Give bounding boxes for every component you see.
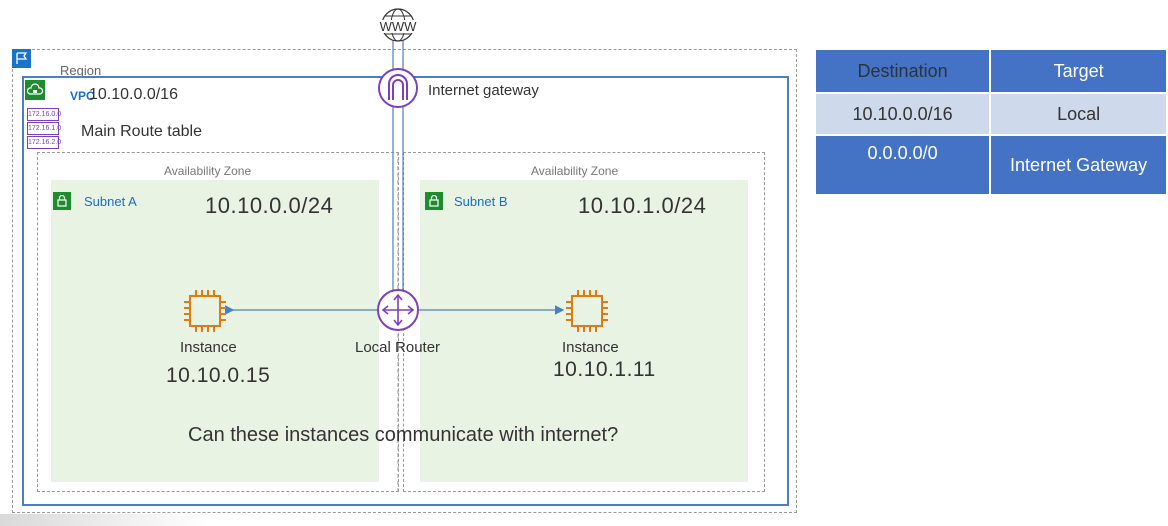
internet-gateway-label: Internet gateway	[428, 82, 539, 99]
route-table-row: 10.10.0.0/16 Local	[813, 92, 1168, 136]
availability-zone-label: Availability Zone	[531, 164, 619, 178]
local-router-icon	[377, 289, 419, 331]
route-table-chip: 172.16.1.0	[27, 122, 61, 135]
route-table-header-destination: Destination	[813, 48, 992, 94]
vpc-tag: VPC	[70, 89, 95, 103]
instance-b-label: Instance	[562, 339, 619, 356]
region-label: Region	[60, 63, 102, 78]
route-table-chip: 172.16.2.0	[27, 136, 61, 149]
route-table-row: 0.0.0.0/0 Internet Gateway	[813, 134, 1168, 196]
subnet-a-cidr: 10.10.0.0/24	[205, 193, 334, 218]
vpc-cidr: 10.10.0.0/16	[89, 86, 178, 103]
route-destination: 10.10.0.0/16	[813, 92, 992, 136]
instance-a-label: Instance	[180, 339, 237, 356]
region-flag-icon	[12, 49, 31, 68]
vpc-cloud-lock-icon	[25, 80, 45, 100]
route-table-chip: 172.16.0.0	[27, 108, 61, 121]
route-table-header-target: Target	[989, 48, 1168, 94]
subnet-a-label: Subnet A	[84, 194, 137, 209]
www-label: WWW	[380, 19, 418, 34]
subnet-b-label: Subnet B	[454, 194, 508, 209]
www-label-backing	[377, 20, 419, 33]
instance-b-ip: 10.10.1.11	[553, 358, 656, 381]
route-target: Local	[989, 92, 1168, 136]
route-table-header-row: Destination Target	[813, 48, 1168, 94]
subnet-lock-icon	[425, 192, 443, 210]
subnet-b-cidr: 10.10.1.0/24	[578, 193, 707, 218]
local-router-label: Local Router	[355, 339, 441, 356]
question-text: Can these instances communicate with int…	[188, 424, 619, 446]
route-table: Destination Target 10.10.0.0/16 Local 0.…	[813, 48, 1168, 196]
availability-zone-label: Availability Zone	[164, 164, 252, 178]
region-boundary	[12, 49, 797, 513]
route-destination: 0.0.0.0/0	[813, 134, 992, 196]
subnet-lock-icon	[53, 192, 71, 210]
ec2-instance-b-icon	[566, 290, 608, 332]
internet-gateway-icon	[378, 68, 418, 108]
instance-a-ip: 10.10.0.15	[166, 364, 271, 387]
route-target: Internet Gateway	[989, 134, 1168, 196]
main-route-table-label: Main Route table	[81, 123, 202, 140]
slide-footer-shadow	[0, 514, 210, 526]
ec2-instance-a-icon	[184, 290, 226, 332]
